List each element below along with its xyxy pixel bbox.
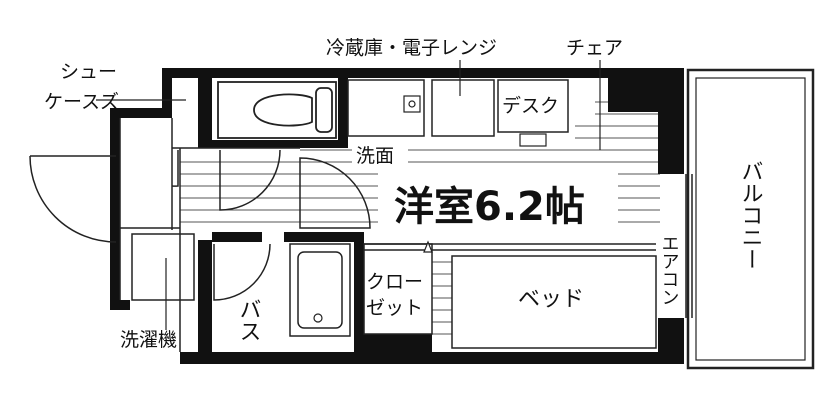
label-fridge-range: 冷蔵庫・電子レンジ <box>326 37 497 59</box>
label-shoes-case-2: ケースズ <box>44 91 119 113</box>
label-shoes-case-1: シュー <box>60 61 117 83</box>
label-aircon: エアコン <box>659 234 680 306</box>
label-washbasin: 洗面 <box>356 145 394 167</box>
interior-lines <box>119 79 693 352</box>
label-bath: バス <box>236 298 261 342</box>
label-closet-2: ゼット <box>366 297 423 319</box>
toilet <box>217 81 337 139</box>
label-bed: ベッド <box>518 287 584 312</box>
desk-details <box>313 95 547 323</box>
label-washing-machine: 洗濯機 <box>120 329 177 351</box>
label-chair: チェア <box>566 37 623 59</box>
walls <box>110 68 684 364</box>
label-closet-1: クロー <box>366 271 423 293</box>
label-room-main: 洋室6.2帖 <box>394 184 585 230</box>
balcony <box>686 68 815 370</box>
label-balcony: バルコニー <box>738 160 763 270</box>
label-desk: デスク <box>502 95 559 117</box>
door-swings <box>29 149 371 301</box>
leader-lines <box>96 60 601 330</box>
